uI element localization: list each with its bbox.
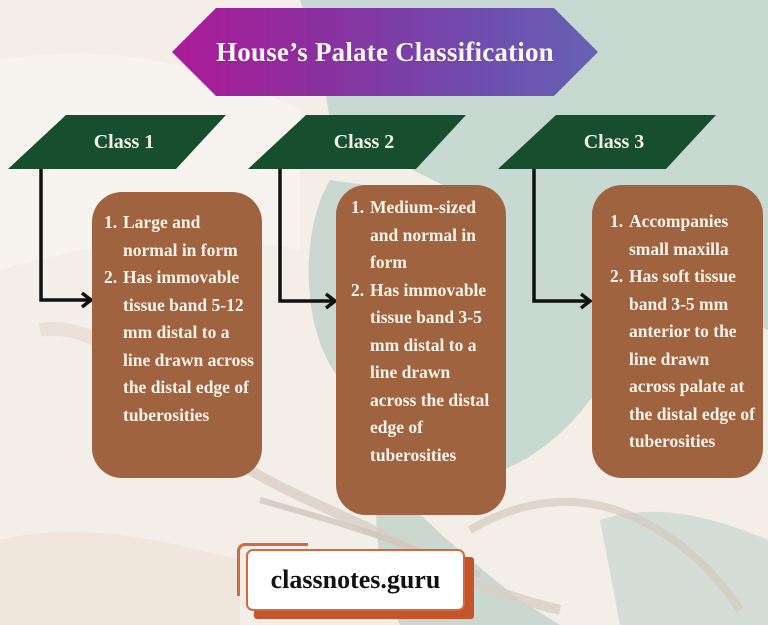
watermark-frame [237, 543, 308, 596]
list-item: 2. Has immovable tissue band 5-12 mm dis… [104, 267, 254, 425]
class-1-criteria-list: 1. Large and normal in form 2. Has immov… [104, 209, 254, 429]
class-2-criteria-list: 1. Medium-sized and normal in form 2. Ha… [351, 194, 500, 469]
list-item: 1. Accompanies small maxilla [610, 211, 729, 259]
page-title: House’s Palate Classification [216, 36, 554, 67]
class-1-description-box: 1. Large and normal in form 2. Has immov… [92, 192, 262, 478]
title-banner: House’s Palate Classification [172, 8, 598, 96]
watermark-badge: classnotes.guru [237, 543, 474, 623]
class-2-label: Class 2 [333, 130, 395, 153]
watermark-card: classnotes.guru [246, 549, 465, 611]
list-item: 1. Large and normal in form [104, 212, 238, 260]
class-3-criteria-list: 1. Accompanies small maxilla 2. Has soft… [610, 208, 757, 456]
class-2-description-box: 1. Medium-sized and normal in form 2. Ha… [336, 185, 506, 515]
list-item: 2. Has immovable tissue band 3-5 mm dist… [351, 279, 490, 465]
list-item: 1. Medium-sized and normal in form [351, 197, 476, 272]
watermark-text: classnotes.guru [270, 565, 441, 594]
class-1-label: Class 1 [93, 130, 155, 153]
class-3-description-box: 1. Accompanies small maxilla 2. Has soft… [592, 185, 763, 478]
class-3-label: Class 3 [583, 130, 645, 153]
list-item: 2. Has soft tissue band 3-5 mm anterior … [610, 266, 755, 451]
